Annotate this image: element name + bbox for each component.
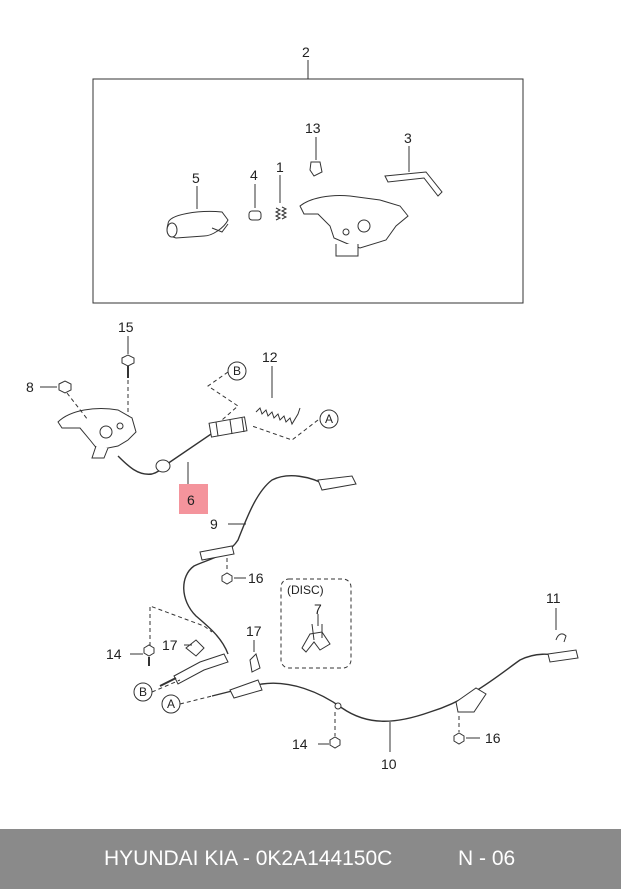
- ref-circle-b2: [133, 682, 153, 702]
- ref-a2: A: [167, 697, 175, 711]
- bracket-part-17b: [249, 653, 261, 673]
- nut-part-16a: [221, 572, 233, 585]
- highlight-box: [179, 484, 208, 514]
- callout-9: 9: [210, 516, 218, 532]
- ref-circle-b1: [227, 361, 247, 381]
- ref-b1: B: [233, 364, 241, 378]
- lever-grip-part: [166, 211, 229, 239]
- return-spring-part: [255, 407, 301, 426]
- lever-assembly: [57, 408, 137, 459]
- disc-box: [280, 578, 352, 669]
- callout-17a: 17: [162, 637, 178, 653]
- ref-b2: B: [139, 685, 147, 699]
- nut-part-16b: [453, 732, 465, 745]
- bolt-part: [121, 354, 135, 367]
- callout-16b: 16: [485, 730, 501, 746]
- bolt-part-14a: [143, 644, 155, 657]
- callout-2: 2: [302, 44, 310, 60]
- callout-3: 3: [404, 130, 412, 146]
- callout-6: 6: [187, 492, 195, 508]
- nut-part: [58, 380, 72, 394]
- callout-14a: 14: [106, 646, 122, 662]
- release-button-part: [248, 210, 262, 221]
- assembly-box: [92, 78, 524, 304]
- callout-5: 5: [192, 170, 200, 186]
- rod-part: [384, 171, 443, 197]
- callout-15: 15: [118, 319, 134, 335]
- diagram-code-label: N - 06: [458, 847, 516, 870]
- footer-bar: HYUNDAI KIA - 0K2A144150C N - 06: [0, 829, 621, 889]
- front-cable-part: [117, 416, 248, 475]
- bolt-part-14b: [329, 736, 341, 749]
- callout-14b: 14: [292, 736, 308, 752]
- spring-part: [274, 206, 288, 221]
- callout-7: 7: [314, 601, 322, 617]
- callout-10: 10: [381, 756, 397, 772]
- disc-label: (DISC): [287, 583, 324, 597]
- lever-body-part: [299, 195, 409, 257]
- bracket-part-17a: [185, 639, 205, 657]
- clip-part-11: [555, 633, 567, 643]
- rear-cable-right-part: [211, 649, 579, 722]
- callout-13: 13: [305, 120, 321, 136]
- clip-part: [309, 161, 323, 177]
- rear-cable-left-part: [159, 475, 357, 687]
- callout-16a: 16: [248, 570, 264, 586]
- callout-1: 1: [276, 159, 284, 175]
- part-number-label: HYUNDAI KIA - 0K2A144150C: [104, 847, 393, 870]
- callout-4: 4: [250, 167, 258, 183]
- callout-17b: 17: [246, 623, 262, 639]
- ref-circle-a2: [161, 694, 181, 714]
- ref-a1: A: [325, 412, 333, 426]
- ref-circle-a1: [319, 409, 339, 429]
- disc-bracket-part: [301, 623, 331, 653]
- callout-8: 8: [26, 379, 34, 395]
- parking-brake-diagram: 2 13 3 1 4 5 15 8 12 6 9 16 7 17 17 14 1…: [26, 44, 579, 772]
- callout-11: 11: [546, 590, 561, 606]
- callout-12: 12: [262, 349, 278, 365]
